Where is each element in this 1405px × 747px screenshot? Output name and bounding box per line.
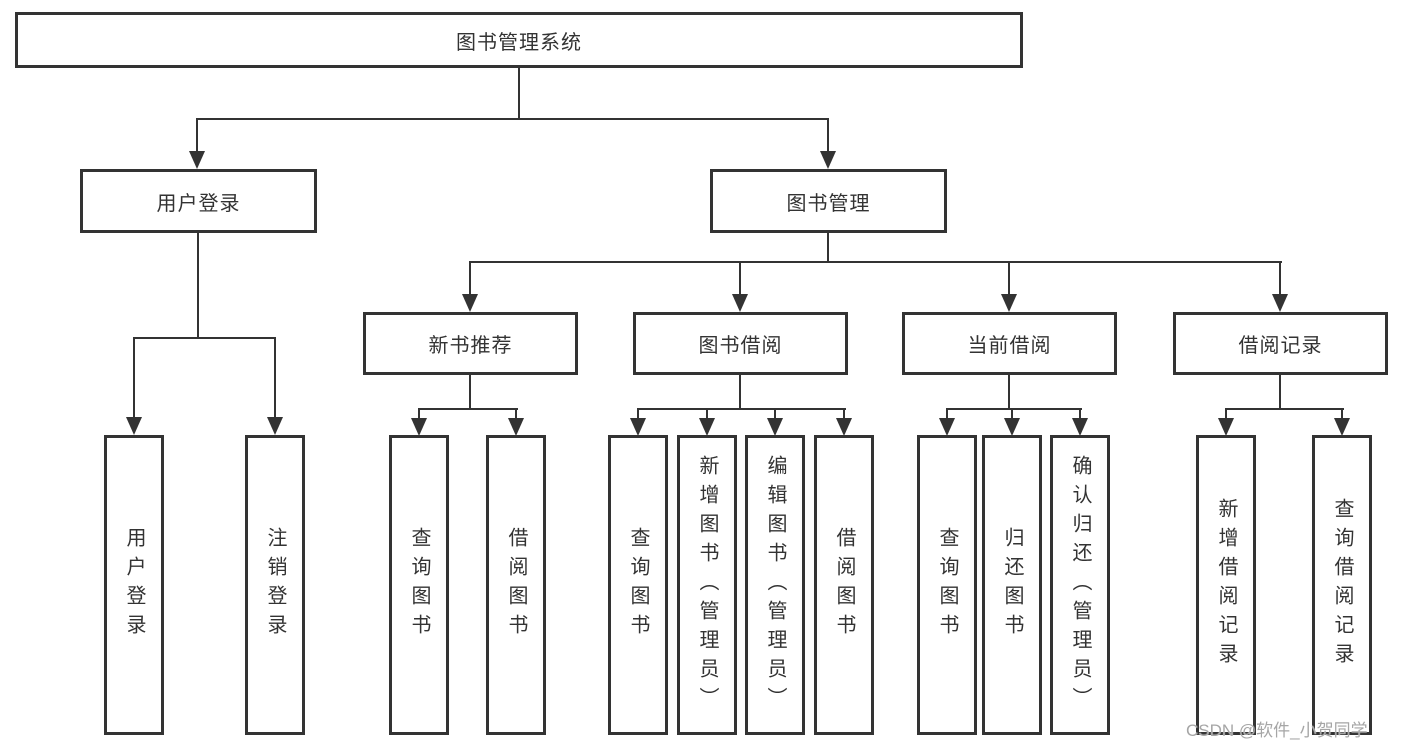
leaf-query-books: 查询图书 bbox=[389, 435, 449, 735]
connector-hline bbox=[196, 118, 829, 120]
node-book-management: 图书管理 bbox=[710, 169, 947, 233]
arrowhead-down bbox=[1334, 418, 1350, 436]
node-label: 图书管理 bbox=[786, 192, 871, 215]
node-label: 图书管理系统 bbox=[456, 31, 582, 54]
connector-hline bbox=[418, 408, 518, 410]
leaf-label: 借阅图书 bbox=[505, 527, 527, 643]
connector-vline bbox=[739, 375, 741, 409]
arrowhead-down bbox=[1001, 294, 1017, 312]
arrowhead-down bbox=[699, 418, 715, 436]
connector-vline bbox=[1279, 261, 1281, 297]
connector-vline bbox=[946, 408, 948, 420]
arrowhead-down bbox=[732, 294, 748, 312]
connector-vline bbox=[827, 118, 829, 153]
arrowhead-down bbox=[767, 418, 783, 436]
connector-vline bbox=[774, 408, 776, 420]
arrowhead-down bbox=[939, 418, 955, 436]
arrowhead-down bbox=[820, 151, 836, 169]
connector-vline bbox=[515, 408, 517, 420]
leaf-logout: 注销登录 bbox=[245, 435, 305, 735]
leaf-label: 用户登录 bbox=[123, 527, 145, 643]
connector-vline bbox=[197, 233, 199, 339]
leaf-label: 查询图书 bbox=[936, 527, 958, 643]
leaf-label: 借阅图书 bbox=[833, 527, 855, 643]
node-new-book-recommendation: 新书推荐 bbox=[363, 312, 578, 375]
arrowhead-down bbox=[1004, 418, 1020, 436]
arrowhead-down bbox=[126, 417, 142, 435]
connector-vline bbox=[518, 68, 520, 119]
arrowhead-down bbox=[836, 418, 852, 436]
connector-vline bbox=[827, 233, 829, 263]
leaf-label: 归还图书 bbox=[1001, 527, 1023, 643]
node-library-management-system: 图书管理系统 bbox=[15, 12, 1023, 68]
connector-vline bbox=[1279, 375, 1281, 409]
node-label: 借阅记录 bbox=[1238, 335, 1323, 357]
leaf-query-borrow-record: 查询借阅记录 bbox=[1312, 435, 1372, 735]
connector-vline bbox=[469, 375, 471, 409]
leaf-confirm-return-admin: 确认归还（管理员） bbox=[1050, 435, 1110, 735]
connector-hline bbox=[1225, 408, 1344, 410]
leaf-label: 查询图书 bbox=[627, 527, 649, 643]
connector-vline bbox=[706, 408, 708, 420]
leaf-borrow-books: 借阅图书 bbox=[814, 435, 874, 735]
connector-vline bbox=[739, 261, 741, 297]
connector-hline bbox=[637, 408, 846, 410]
connector-vline bbox=[1225, 408, 1227, 420]
leaf-label: 编辑图书（管理员） bbox=[764, 454, 786, 716]
leaf-add-book-admin: 新增图书（管理员） bbox=[677, 435, 737, 735]
connector-hline bbox=[946, 408, 1082, 410]
leaf-user-login: 用户登录 bbox=[104, 435, 164, 735]
leaf-label: 确认归还（管理员） bbox=[1069, 454, 1091, 716]
connector-vline bbox=[469, 261, 471, 297]
arrowhead-down bbox=[508, 418, 524, 436]
arrowhead-down bbox=[1072, 418, 1088, 436]
leaf-return-books: 归还图书 bbox=[982, 435, 1042, 735]
connector-vline bbox=[1008, 261, 1010, 297]
arrowhead-down bbox=[267, 417, 283, 435]
leaf-add-borrow-record: 新增借阅记录 bbox=[1196, 435, 1256, 735]
leaf-borrow-books: 借阅图书 bbox=[486, 435, 546, 735]
arrowhead-down bbox=[411, 418, 427, 436]
arrowhead-down bbox=[1272, 294, 1288, 312]
connector-vline bbox=[1008, 375, 1010, 409]
leaf-label: 查询借阅记录 bbox=[1331, 498, 1353, 672]
node-current-borrowing: 当前借阅 bbox=[902, 312, 1117, 375]
leaf-label: 新增图书（管理员） bbox=[696, 454, 718, 716]
arrowhead-down bbox=[189, 151, 205, 169]
leaf-edit-book-admin: 编辑图书（管理员） bbox=[745, 435, 805, 735]
leaf-label: 查询图书 bbox=[408, 527, 430, 643]
connector-vline bbox=[1341, 408, 1343, 420]
node-book-borrowing: 图书借阅 bbox=[633, 312, 848, 375]
connector-vline bbox=[1079, 408, 1081, 420]
arrowhead-down bbox=[462, 294, 478, 312]
connector-vline bbox=[274, 337, 276, 421]
node-borrowing-records: 借阅记录 bbox=[1173, 312, 1388, 375]
csdn-watermark: CSDN @软件_小贺同学 bbox=[1186, 721, 1368, 740]
connector-vline bbox=[637, 408, 639, 420]
connector-hline bbox=[133, 337, 276, 339]
arrowhead-down bbox=[1218, 418, 1234, 436]
arrowhead-down bbox=[630, 418, 646, 436]
connector-vline bbox=[418, 408, 420, 420]
connector-vline bbox=[843, 408, 845, 420]
node-label: 新书推荐 bbox=[428, 335, 513, 357]
connector-vline bbox=[196, 118, 198, 153]
node-user-login: 用户登录 bbox=[80, 169, 317, 233]
connector-hline bbox=[469, 261, 1282, 263]
node-label: 当前借阅 bbox=[967, 335, 1052, 357]
node-label: 用户登录 bbox=[156, 192, 241, 215]
leaf-label: 注销登录 bbox=[264, 527, 286, 643]
leaf-query-books: 查询图书 bbox=[917, 435, 977, 735]
leaf-label: 新增借阅记录 bbox=[1215, 498, 1237, 672]
connector-vline bbox=[133, 337, 135, 421]
node-label: 图书借阅 bbox=[698, 335, 783, 357]
leaf-query-books: 查询图书 bbox=[608, 435, 668, 735]
connector-vline bbox=[1011, 408, 1013, 420]
